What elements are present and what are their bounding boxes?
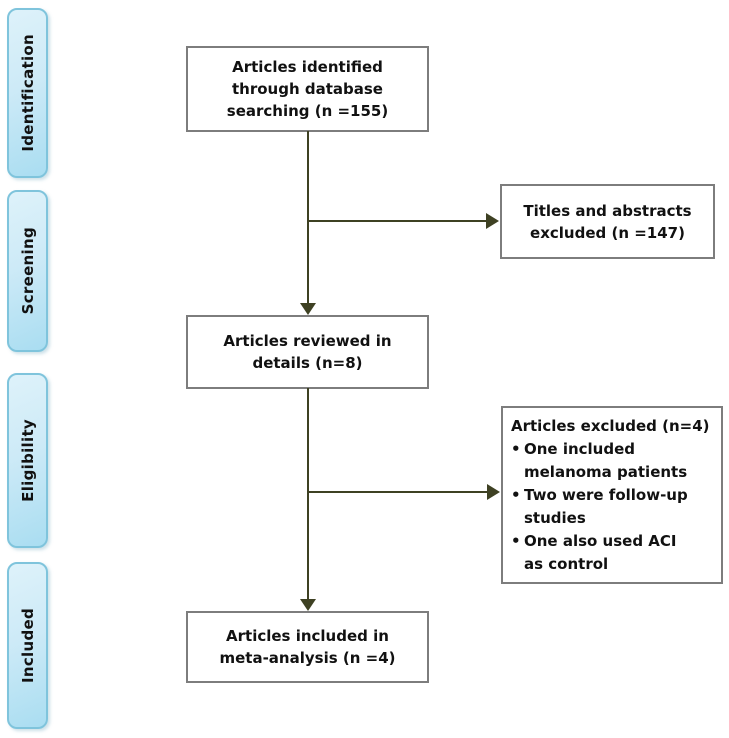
excluded-bullet-1: • One included melanoma patients <box>511 438 717 484</box>
stage-label-screening: Screening <box>7 190 48 352</box>
arrowhead-right-to-excluded-details-icon <box>487 484 500 500</box>
arrowhead-right-to-titles-excluded-icon <box>486 213 499 229</box>
arrow-line-reviewed-to-included <box>307 388 309 599</box>
box-text: Articles included in meta-analysis (n =4… <box>219 627 396 667</box>
arrow-line-identified-to-reviewed <box>307 131 309 303</box>
stage-label-text: Screening <box>18 227 37 315</box>
box-articles-excluded-details: Articles excluded (n=4) • One included m… <box>501 406 723 584</box>
excluded-title: Articles excluded (n=4) <box>511 417 710 435</box>
box-articles-reviewed: Articles reviewed in details (n=8) <box>186 315 429 389</box>
bullet-marker: • <box>511 440 521 458</box>
excluded-bullet-3: • One also used ACI as control <box>511 530 717 576</box>
arrowhead-down-to-reviewed-icon <box>300 303 316 315</box>
bullet-marker: • <box>511 486 521 504</box>
box-text: Articles identified through database sea… <box>226 58 389 120</box>
box-text: Articles reviewed in details (n=8) <box>223 332 392 372</box>
stage-label-text: Included <box>18 607 37 684</box>
bullet-text: One also used ACI as control <box>524 532 677 573</box>
bullet-text: One included melanoma patients <box>524 440 688 481</box>
stage-label-eligibility: Eligibility <box>7 373 48 548</box>
stage-label-text: Identification <box>18 34 37 152</box>
bullet-text: Two were follow-up studies <box>524 486 688 527</box>
excluded-bullet-2: • Two were follow-up studies <box>511 484 717 530</box>
box-titles-abstracts-excluded: Titles and abstracts excluded (n =147) <box>500 184 715 259</box>
stage-label-identification: Identification <box>7 8 48 178</box>
stage-label-included: Included <box>7 562 48 729</box>
box-articles-included: Articles included in meta-analysis (n =4… <box>186 611 429 683</box>
box-articles-identified: Articles identified through database sea… <box>186 46 429 132</box>
box-text: Titles and abstracts excluded (n =147) <box>523 201 692 242</box>
arrow-line-branch-to-titles-excluded <box>308 220 487 222</box>
arrowhead-down-to-included-icon <box>300 599 316 611</box>
stage-label-text: Eligibility <box>18 419 37 502</box>
bullet-marker: • <box>511 532 521 550</box>
arrow-line-branch-to-excluded-details <box>308 491 488 493</box>
